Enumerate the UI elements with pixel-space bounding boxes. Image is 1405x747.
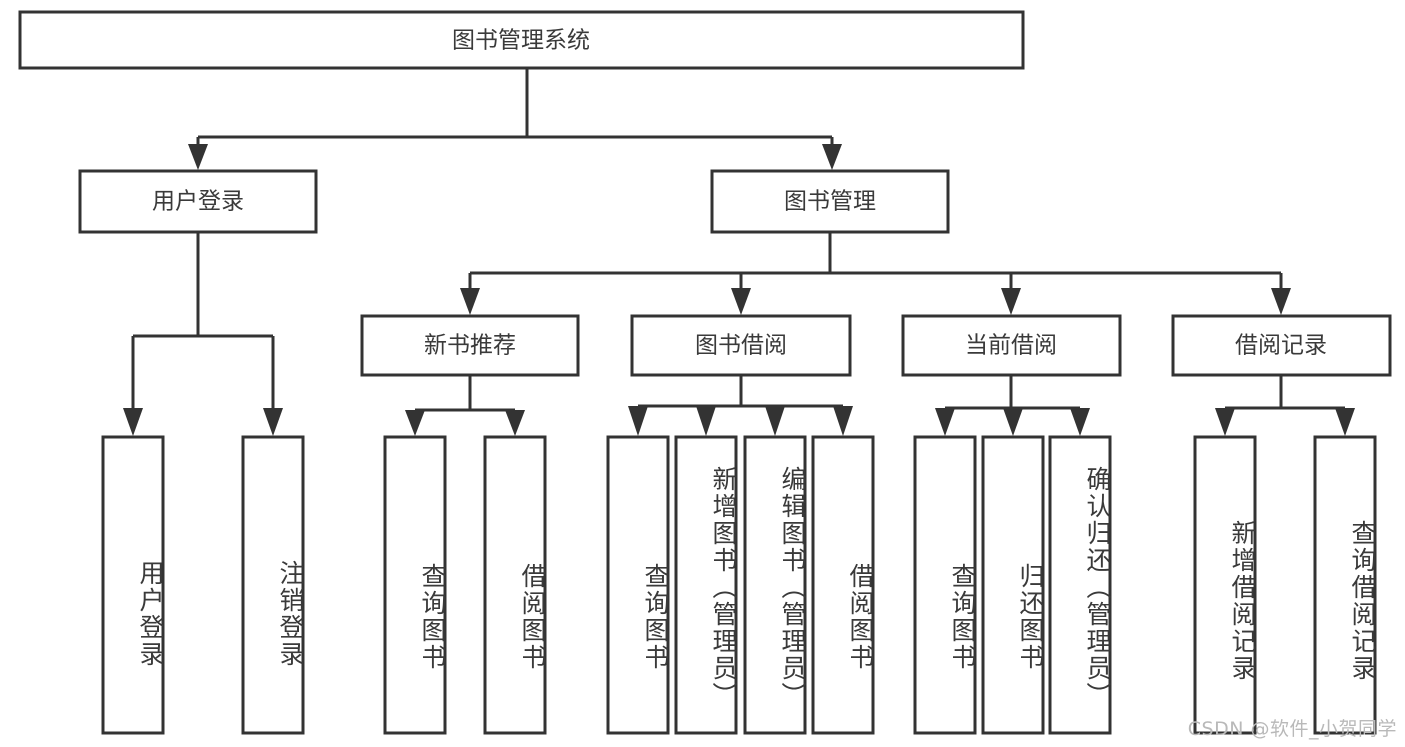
node-current-borrow[interactable]: 当前借阅 <box>901 314 1122 377</box>
node-borrow-record[interactable]: 借阅记录 <box>1171 314 1392 377</box>
node-new-book-recommend-box[interactable] <box>360 314 580 377</box>
node-user-login-label: 用户登录 <box>152 189 244 215</box>
node-current-borrow-box[interactable] <box>901 314 1122 377</box>
arrow-to-recommend <box>460 288 480 315</box>
leaf-label-user-logout: 注销登录 <box>276 560 305 668</box>
leaf-box-return-book[interactable] <box>981 435 1045 735</box>
leaf-label-query-book-1: 查询图书 <box>418 563 447 671</box>
node-user-login-box[interactable] <box>78 169 318 234</box>
arrow-to-leaf-borrow-book-1 <box>505 410 525 436</box>
leaf-box-borrow-book-2[interactable] <box>811 435 875 735</box>
leaf-box-edit-book[interactable] <box>743 435 807 735</box>
leaf-box-group <box>101 435 1377 735</box>
leaf-box-add-record[interactable] <box>1193 435 1257 735</box>
leaf-label-query-book-3: 查询图书 <box>948 563 977 671</box>
node-book-borrow-label: 图书借阅 <box>695 333 787 359</box>
leaf-label-borrow-book-2: 借阅图书 <box>846 563 875 671</box>
arrow-to-leaf-borrow-book-2 <box>833 406 853 436</box>
leaf-box-user-login[interactable] <box>101 435 165 735</box>
arrow-to-book-borrow <box>731 288 751 315</box>
node-user-login[interactable]: 用户登录 <box>78 169 318 234</box>
leaf-box-query-record[interactable] <box>1313 435 1377 735</box>
arrow-to-leaf-edit-book <box>765 406 785 436</box>
arrow-to-leaf-query-book-2 <box>628 406 648 436</box>
leaf-label-return-book: 归还图书 <box>1016 563 1045 671</box>
leaf-label-borrow-book-1: 借阅图书 <box>518 563 547 671</box>
arrow-to-leaf-return-book <box>1003 408 1023 436</box>
node-borrow-record-box[interactable] <box>1171 314 1392 377</box>
leaf-label-add-record: 新增借阅记录 <box>1228 520 1257 682</box>
node-root[interactable]: 图书管理系统 <box>18 10 1025 70</box>
arrow-to-current-borrow <box>1001 288 1021 315</box>
csdn-watermark: CSDN @软件_小贺同学 <box>1187 718 1397 740</box>
leaf-label-add-book: 新增图书（管理员） <box>709 465 738 709</box>
arrow-to-book-manage <box>822 144 842 170</box>
node-book-manage[interactable]: 图书管理 <box>710 169 950 234</box>
arrowhead-group <box>123 144 1355 436</box>
node-new-book-recommend-label: 新书推荐 <box>424 333 516 359</box>
leaf-label-confirm-return: 确认归还（管理员） <box>1083 465 1112 709</box>
arrow-to-leaf-user-logout <box>263 408 283 436</box>
leaf-box-query-book-2[interactable] <box>606 435 670 735</box>
arrow-to-leaf-query-book-1 <box>405 410 425 436</box>
leaf-box-user-logout[interactable] <box>241 435 305 735</box>
leaf-box-add-book[interactable] <box>674 435 738 735</box>
node-root-box[interactable] <box>18 10 1025 70</box>
node-book-borrow-box[interactable] <box>630 314 852 377</box>
arrow-to-leaf-add-record <box>1215 408 1235 436</box>
leaf-box-borrow-book-1[interactable] <box>483 435 547 735</box>
leaf-label-query-book-2: 查询图书 <box>641 563 670 671</box>
node-borrow-record-label: 借阅记录 <box>1235 333 1327 359</box>
leaf-box-confirm-return[interactable] <box>1048 435 1112 735</box>
arrow-to-leaf-confirm-return <box>1070 408 1090 436</box>
node-current-borrow-label: 当前借阅 <box>965 333 1057 359</box>
node-book-borrow[interactable]: 图书借阅 <box>630 314 852 377</box>
node-book-manage-box[interactable] <box>710 169 950 234</box>
leaf-box-query-book-3[interactable] <box>913 435 977 735</box>
leaf-label-user-login: 用户登录 <box>136 560 165 668</box>
arrow-to-user-login <box>188 144 208 170</box>
leaf-label-edit-book: 编辑图书（管理员） <box>778 465 807 709</box>
leaf-box-query-book-1[interactable] <box>383 435 447 735</box>
node-root-label: 图书管理系统 <box>452 28 590 54</box>
arrow-to-leaf-query-book-3 <box>935 408 955 436</box>
arrow-to-leaf-query-record <box>1335 408 1355 436</box>
arrow-to-borrow-record <box>1271 288 1291 315</box>
leaf-label-query-record: 查询借阅记录 <box>1348 520 1377 682</box>
node-new-book-recommend[interactable]: 新书推荐 <box>360 314 580 377</box>
node-book-manage-label: 图书管理 <box>784 189 876 215</box>
arrow-to-leaf-user-login <box>123 408 143 436</box>
arrow-to-leaf-add-book <box>696 406 716 436</box>
